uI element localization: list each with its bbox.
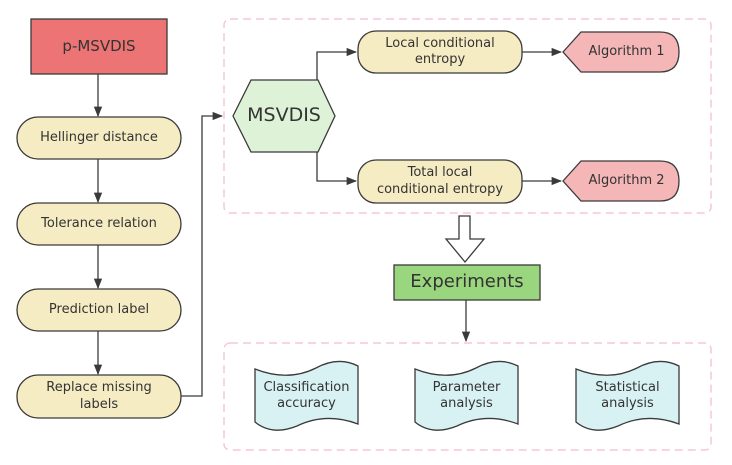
step-prediction-label: Prediction label (48, 301, 150, 317)
arrow-msvdis-to-local-entropy (316, 47, 358, 80)
hollow-down-arrow (444, 215, 486, 264)
algorithm-2-node: Algorithm 2 (588, 172, 665, 188)
total-local-conditional-entropy-node: Total local conditional entropy (376, 165, 504, 197)
doc-shape (575, 360, 680, 431)
step-tolerance-relation: Tolerance relation (41, 215, 157, 231)
doc-shape (254, 360, 359, 431)
msvdis-node: MSVDIS (247, 104, 321, 127)
local-conditional-entropy-node: Local conditional entropy (385, 35, 495, 67)
experiments-shape (393, 264, 541, 301)
output-parameter-analysis: Parameter analysis (432, 379, 501, 411)
step-hellinger-distance: Hellinger distance (40, 129, 158, 145)
doc-shape (414, 360, 519, 431)
arrow-replace-to-msvdis (181, 111, 224, 397)
algorithm2-shape (562, 160, 680, 202)
step-replace-missing-labels: Replace missing labels (46, 380, 152, 412)
output-classification-accuracy: Classification accuracy (263, 379, 350, 411)
start-node-shape (30, 18, 168, 75)
experiments-node: Experiments (410, 271, 524, 293)
arrow-msvdis-to-total-entropy (316, 152, 358, 186)
method-group-border (223, 18, 712, 214)
experiments-group-border (223, 342, 712, 451)
output-statistical-analysis: Statistical analysis (595, 379, 660, 411)
algorithm-1-node: Algorithm 1 (588, 43, 665, 59)
msvdis-hexagon-shape (232, 79, 336, 153)
algorithm1-shape (562, 31, 680, 73)
start-node-p-msvdis: p-MSVDIS (62, 37, 136, 56)
